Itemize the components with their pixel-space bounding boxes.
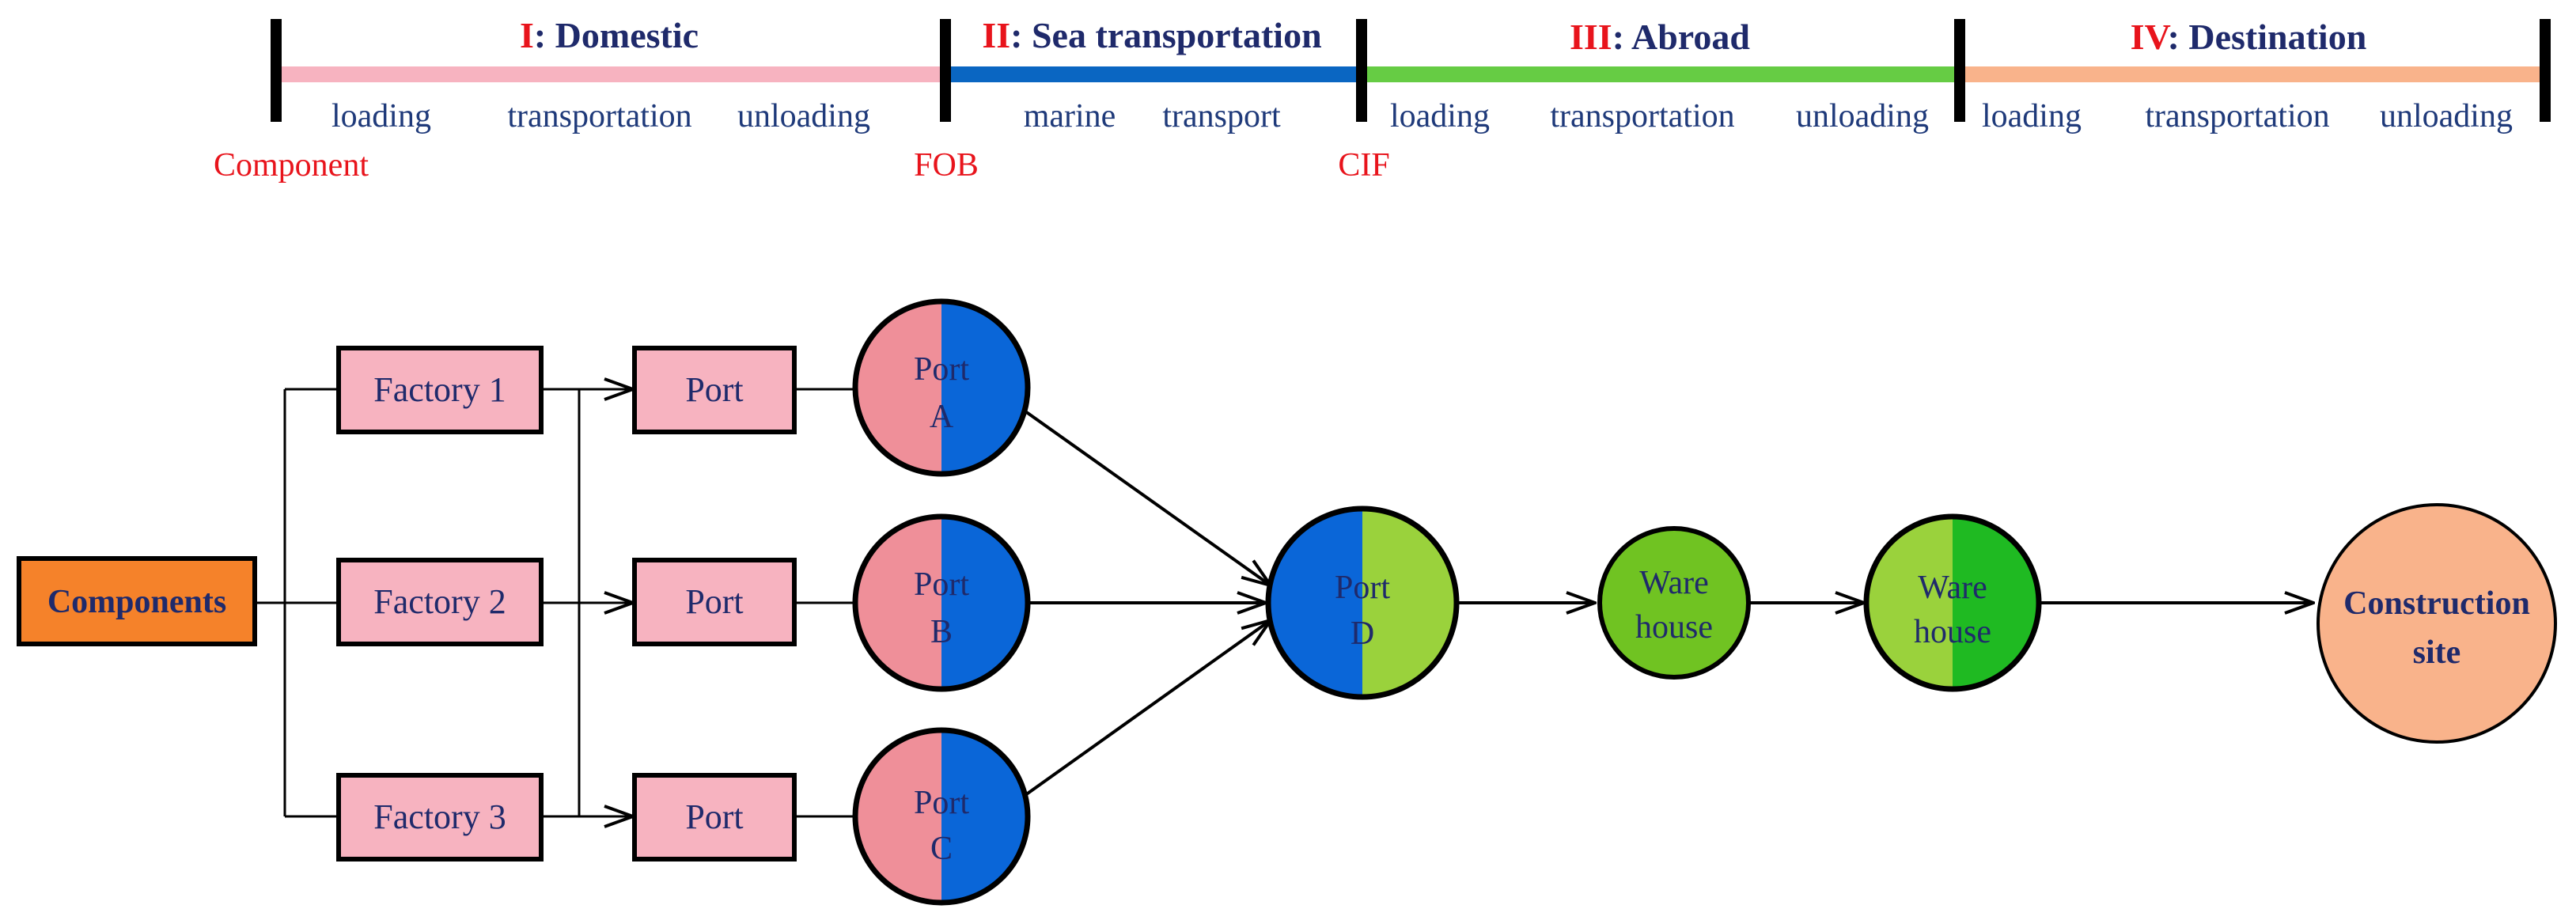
port-d-line1: Port <box>1335 570 1390 606</box>
step-label: loading <box>331 98 431 134</box>
factory-3-node: Factory 3 <box>336 773 544 862</box>
factory-2-label: Factory 2 <box>373 582 506 621</box>
step-label: unloading <box>737 98 870 134</box>
step-label: transportation <box>2145 98 2329 134</box>
construction-site-line1: Construction <box>2343 585 2530 622</box>
stage-4-label: : Destination <box>2168 17 2367 57</box>
step-label: loading <box>1390 98 1490 134</box>
step-label: unloading <box>2380 98 2513 134</box>
port-b-line2: B <box>930 614 953 650</box>
stage-1-bar <box>278 66 945 82</box>
timeline: I: Domestic II: Sea transportation III: … <box>214 15 2551 184</box>
warehouse-1-node: Ware house <box>1597 526 1751 680</box>
warehouse-1-line2: house <box>1635 609 1713 646</box>
arrow-portC-portD <box>1024 620 1271 797</box>
stage-3-bar <box>1361 66 1959 82</box>
timeline-divider <box>1356 19 1367 122</box>
stage-3-title: III: Abroad <box>1570 17 1750 57</box>
port-3-label: Port <box>685 797 743 836</box>
warehouse-1-line1: Ware <box>1639 565 1709 601</box>
connectors <box>255 389 2313 816</box>
warehouse-2-line2: house <box>1914 614 1991 650</box>
port-b-line1: Port <box>914 566 969 603</box>
stage-2-numeral: II <box>982 15 1010 55</box>
stage-4-title: IV: Destination <box>2131 17 2367 57</box>
stage-2-title: II: Sea transportation <box>982 15 1321 55</box>
marker-fob: FOB <box>914 147 979 184</box>
stage-3-numeral: III <box>1570 17 1612 57</box>
stage-1-label: : Domestic <box>534 15 699 55</box>
port-d-line2: D <box>1351 615 1374 652</box>
stage-1-title: I: Domestic <box>520 15 699 55</box>
construction-site-node: Construction site <box>2317 503 2557 744</box>
port-a-line2: A <box>930 399 954 435</box>
factory-3-label: Factory 3 <box>373 797 506 836</box>
port-c-line1: Port <box>914 785 969 821</box>
step-label: loading <box>1982 98 2082 134</box>
port-1-label: Port <box>685 370 743 409</box>
marker-cif: CIF <box>1338 147 1389 184</box>
timeline-divider <box>271 19 282 122</box>
timeline-divider <box>940 19 951 122</box>
stage-4-bar <box>1959 66 2543 82</box>
timeline-divider <box>1954 19 1965 122</box>
stage-2-label: : Sea transportation <box>1010 15 1322 55</box>
marker-component: Component <box>214 147 369 184</box>
port-b-node: Port B <box>852 513 1031 692</box>
stage-1-numeral: I <box>520 15 534 55</box>
components-node: Components <box>17 556 257 646</box>
components-label: Components <box>47 584 226 620</box>
factory-2-node: Factory 2 <box>336 558 544 646</box>
port-d-node: Port D <box>1265 506 1460 700</box>
construction-site-line2: site <box>2413 634 2461 671</box>
warehouse-2-line1: Ware <box>1918 570 1987 606</box>
stage-3-label: : Abroad <box>1612 17 1751 57</box>
stage-2-bar <box>945 66 1361 82</box>
warehouse-2-node: Ware house <box>1863 513 2042 692</box>
step-label: transportation <box>1550 98 1734 134</box>
factory-1-node: Factory 1 <box>336 346 544 434</box>
port-c-line2: C <box>930 831 953 867</box>
port-2-label: Port <box>685 582 743 621</box>
timeline-divider <box>2540 19 2551 122</box>
port-2-node: Port <box>632 558 797 646</box>
port-c-node: Port C <box>852 727 1031 906</box>
step-label: marine <box>1024 98 1116 134</box>
step-label: transport <box>1162 98 1281 134</box>
factory-1-label: Factory 1 <box>373 370 506 409</box>
port-1-node: Port <box>632 346 797 434</box>
port-3-node: Port <box>632 773 797 862</box>
arrow-portA-portD <box>1024 410 1271 585</box>
port-a-line1: Port <box>914 351 969 388</box>
port-a-node: Port A <box>852 298 1031 477</box>
stage-4-numeral: IV <box>2131 17 2171 57</box>
step-label: transportation <box>507 98 691 134</box>
step-label: unloading <box>1796 98 1929 134</box>
